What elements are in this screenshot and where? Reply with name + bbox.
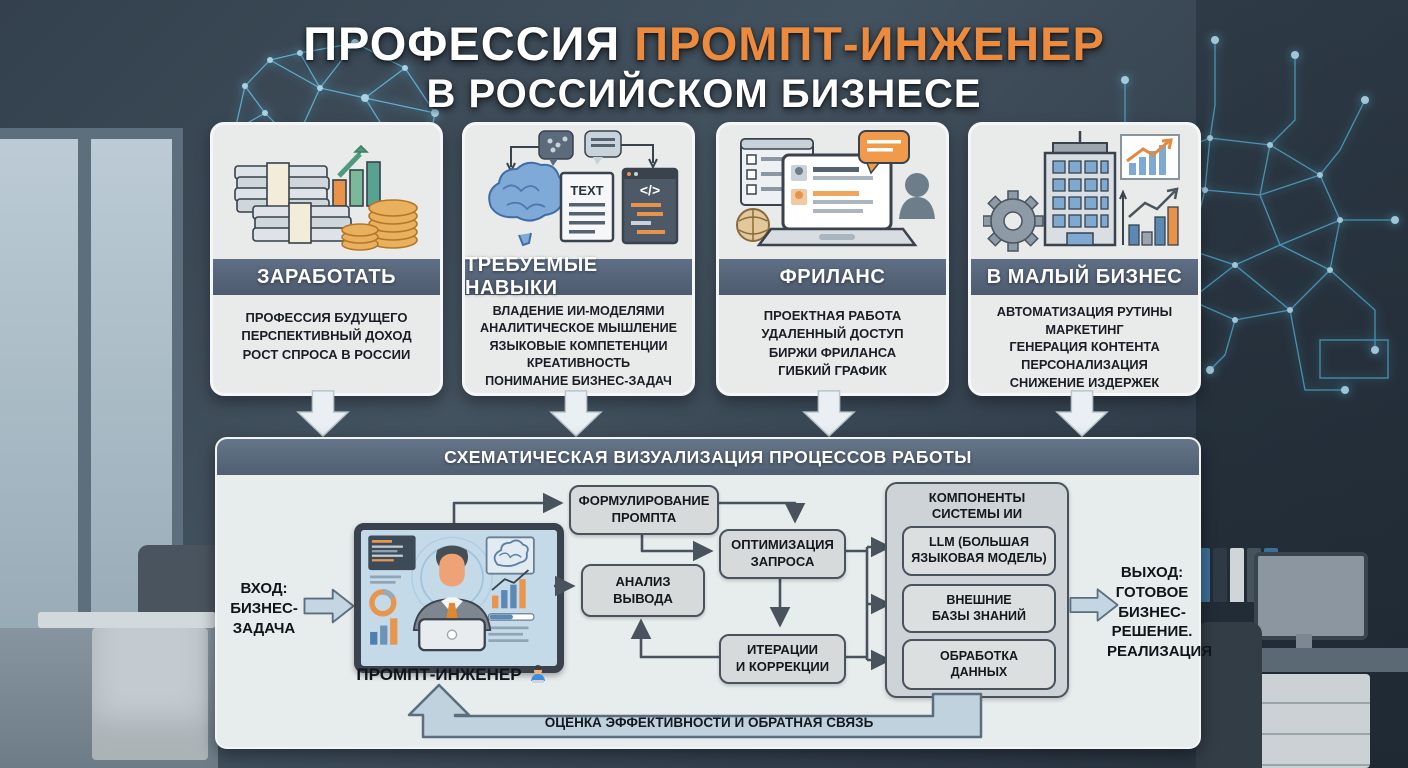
drawer-unit — [1258, 674, 1370, 768]
component-llm: LLM (БОЛЬШАЯ ЯЗЫКОВАЯ МОДЕЛЬ) — [902, 526, 1056, 576]
down-arrow-icon — [296, 390, 350, 438]
engineer-caption: ПРОМПТ-ИНЖЕНЕР — [317, 665, 587, 685]
card-earn-header: ЗАРАБОТАТЬ — [213, 259, 440, 295]
down-arrow-icon — [802, 390, 856, 438]
card-earn: ЗАРАБОТАТЬ ПРОФЕССИЯ БУДУЩЕГО ПЕРСПЕКТИВ… — [210, 122, 443, 396]
process-flow-panel: СХЕМАТИЧЕСКАЯ ВИЗУАЛИЗАЦИЯ ПРОЦЕССОВ РАБ… — [215, 437, 1213, 749]
office-background-left — [0, 0, 222, 768]
brain-text-document-code-window-icon: TEXT </> — [465, 125, 692, 259]
card-freelance-header: ФРИЛАНС — [719, 259, 946, 295]
flow-box-analyze-output: АНАЛИЗ ВЫВОДА — [581, 564, 705, 617]
code-icon-text: </> — [639, 182, 659, 198]
gear-building-bar-charts-icon — [971, 125, 1198, 259]
flow-box-formulate-prompt: ФОРМУЛИРОВАНИЕ ПРОМПТА — [569, 485, 719, 535]
component-knowledge-bases: ВНЕШНИЕ БАЗЫ ЗНАНИЙ — [902, 584, 1056, 633]
prompt-engineer-screen — [354, 523, 564, 673]
card-earn-text: ПРОФЕССИЯ БУДУЩЕГО ПЕРСПЕКТИВНЫЙ ДОХОД Р… — [241, 310, 412, 362]
input-block-arrow-icon — [303, 588, 355, 624]
page-title: ПРОФЕССИЯ ПРОМПТ-ИНЖЕНЕР — [0, 16, 1408, 71]
card-small-business-text: АВТОМАТИЗАЦИЯ РУТИНЫ МАРКЕТИНГ ГЕНЕРАЦИЯ… — [996, 304, 1173, 390]
output-block-arrow-icon — [1069, 588, 1119, 622]
card-small-business: В МАЛЫЙ БИЗНЕС АВТОМАТИЗАЦИЯ РУТИНЫ МАРК… — [968, 122, 1201, 396]
window — [0, 128, 183, 685]
office-chair — [1196, 622, 1262, 768]
office-chair — [138, 545, 222, 625]
plant — [158, 588, 218, 648]
window-frame — [78, 128, 91, 663]
monitor — [1254, 552, 1368, 640]
feedback-loop-arrow — [407, 683, 983, 739]
card-skills-header: ТРЕБУЕМЫЕ НАВЫКИ — [465, 254, 692, 299]
flow-box-iterations-corrections: ИТЕРАЦИИ И КОРРЕКЦИИ — [719, 634, 846, 684]
technologist-emoji-icon — [530, 665, 545, 683]
output-label: ВЫХОД: ГОТОВОЕ БИЗНЕС- РЕШЕНИЕ. РЕАЛИЗАЦ… — [1107, 564, 1213, 661]
office-background-right — [1196, 0, 1408, 768]
cabinet — [92, 628, 208, 760]
money-stacks-coins-growth-chart-icon — [213, 125, 440, 259]
page-subtitle: В РОССИЙСКОМ БИЗНЕСЕ — [426, 72, 982, 116]
title-word-white: ПРОФЕССИЯ — [303, 17, 621, 70]
card-skills: TEXT </> ТРЕБУЕМЫЕ НАВЫКИ — [462, 122, 695, 396]
card-freelance: ФРИЛАНС ПРОЕКТНАЯ РАБОТА УДАЛЕННЫЙ ДОСТУ… — [716, 122, 949, 396]
flow-box-optimize-request: ОПТИМИЗАЦИЯ ЗАПРОСА — [719, 529, 846, 579]
component-data-processing: ОБРАБОТКА ДАННЫХ — [902, 639, 1056, 690]
card-small-business-header: В МАЛЫЙ БИЗНЕС — [971, 259, 1198, 295]
engineer-caption-text: ПРОМПТ-ИНЖЕНЕР — [356, 665, 522, 684]
ai-components-panel: КОМПОНЕНТЫ СИСТЕМЫ ИИ LLM (БОЛЬШАЯ ЯЗЫКО… — [885, 482, 1069, 698]
ai-components-title: КОМПОНЕНТЫ СИСТЕМЫ ИИ — [928, 490, 1026, 522]
down-arrow-icon — [1055, 390, 1109, 438]
down-arrow-icon — [549, 390, 603, 438]
flow-panel-header: СХЕМАТИЧЕСКАЯ ВИЗУАЛИЗАЦИЯ ПРОЦЕССОВ РАБ… — [217, 439, 1199, 475]
doc-icon-text: TEXT — [570, 183, 603, 198]
laptop-profiles-chat-person-icon — [719, 125, 946, 259]
card-skills-text: ВЛАДЕНИЕ ИИ-МОДЕЛЯМИ АНАЛИТИЧЕСКОЕ МЫШЛЕ… — [479, 304, 678, 388]
title-word-orange: ПРОМПТ-ИНЖЕНЕР — [634, 17, 1105, 70]
monitor-stand — [1296, 634, 1312, 650]
card-freelance-text: ПРОЕКТНАЯ РАБОТА УДАЛЕННЫЙ ДОСТУП БИРЖИ … — [761, 308, 904, 379]
feedback-label: ОЦЕНКА ЭФФЕКТИВНОСТИ И ОБРАТНАЯ СВЯЗЬ — [544, 715, 874, 730]
input-label: ВХОД: БИЗНЕС- ЗАДАЧА — [230, 580, 298, 637]
desk — [38, 612, 216, 628]
